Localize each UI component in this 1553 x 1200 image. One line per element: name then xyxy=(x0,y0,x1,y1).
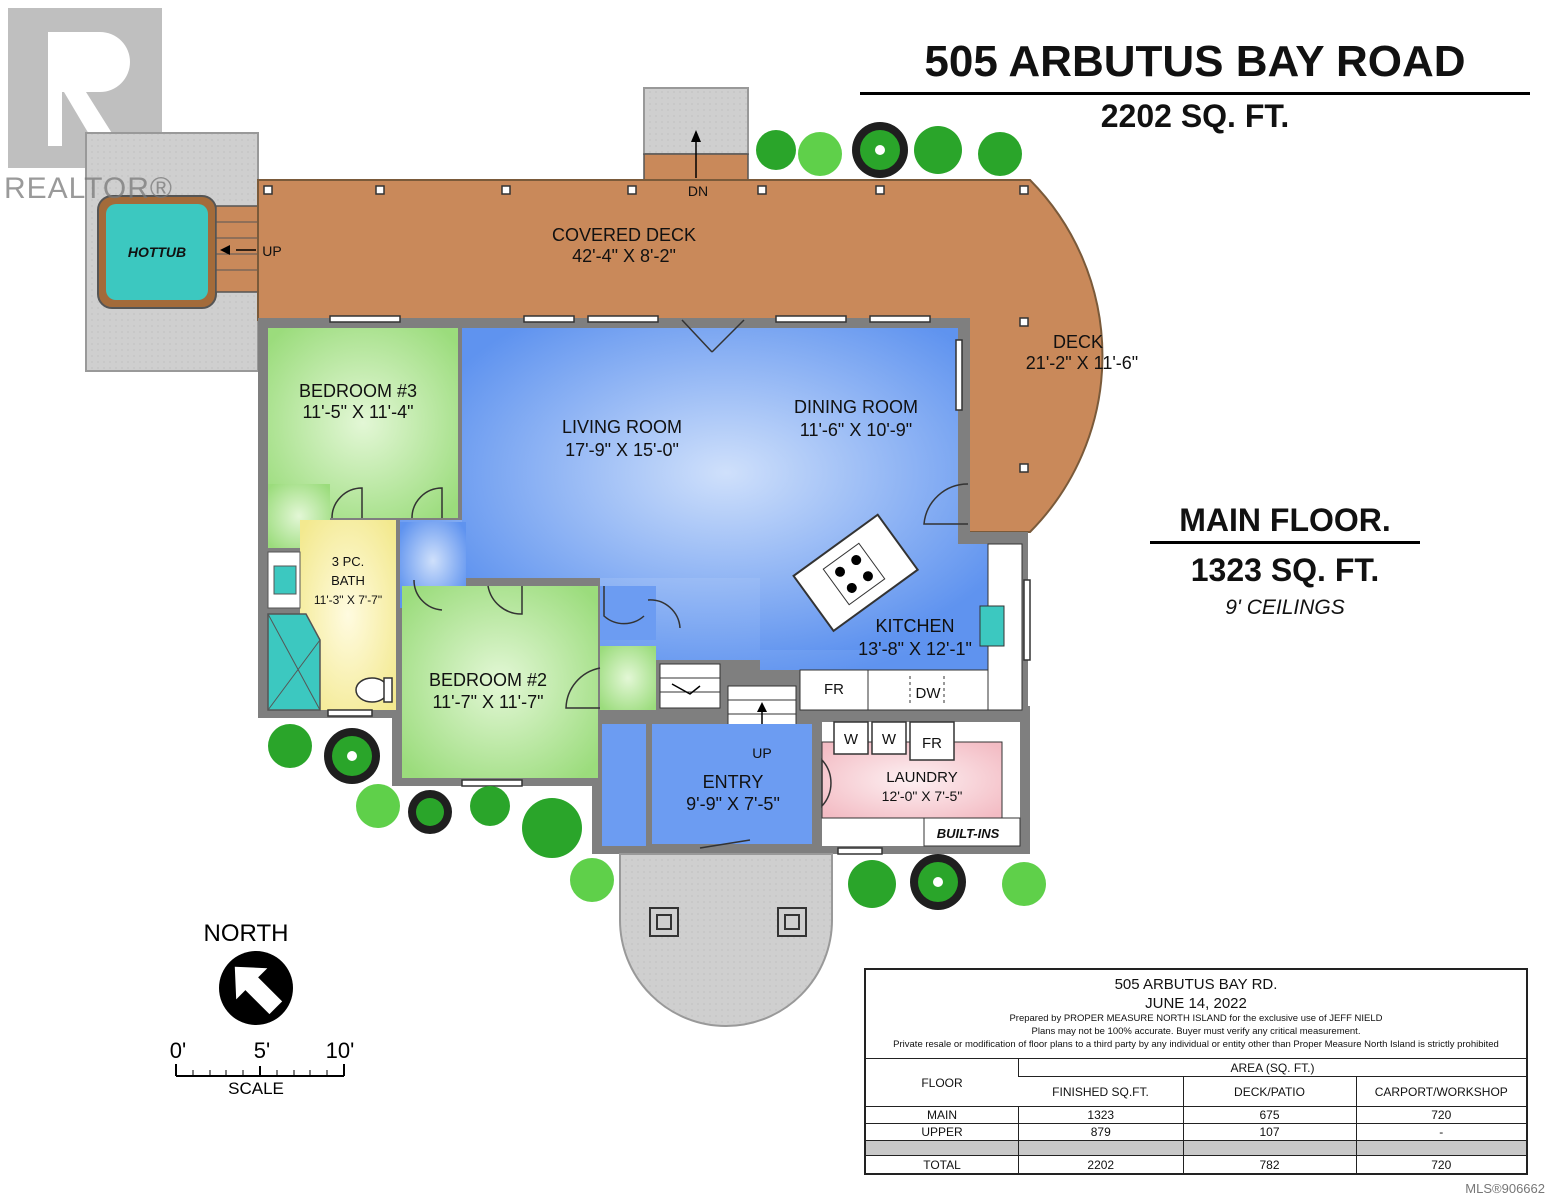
deck-dims: 21'-2" X 11'-6" xyxy=(1026,353,1138,373)
floor-area: 1323 SQ. FT. xyxy=(1190,552,1380,588)
bedroom2-label: BEDROOM #2 xyxy=(429,670,547,690)
north-label: NORTH xyxy=(204,920,289,947)
info-date: JUNE 14, 2022 xyxy=(1145,995,1247,1012)
info-accuracy: Plans may not be 100% accurate. Buyer mu… xyxy=(1031,1026,1361,1037)
mls-number: MLS®906662 xyxy=(1465,1181,1545,1196)
scale-bar: 0' 5' 10' SCALE xyxy=(170,1038,355,1098)
dishwasher-label: DW xyxy=(916,685,942,702)
deck-posts xyxy=(263,185,1029,473)
front-patio xyxy=(619,853,833,1027)
area-header: AREA (SQ. FT.) xyxy=(1018,1058,1526,1077)
laundry-appliances xyxy=(833,721,955,761)
washer1-label: W xyxy=(844,731,859,748)
ceiling-height: 9' CEILINGS xyxy=(1225,596,1345,619)
bedroom3-dims: 11'-5" X 11'-4" xyxy=(302,402,413,422)
windows xyxy=(327,315,1031,855)
hottub-label: HOTTUB xyxy=(128,244,186,260)
landscape-plants xyxy=(268,122,1046,910)
total-area: 2202 SQ. FT. xyxy=(1100,98,1290,134)
covered-deck-label: COVERED DECK xyxy=(552,225,696,245)
entry-up-label: UP xyxy=(752,745,771,761)
bedroom3-label: BEDROOM #3 xyxy=(299,381,417,401)
col-floor: FLOOR xyxy=(866,1058,1019,1107)
north-compass: NORTH xyxy=(204,920,293,1025)
laundry-dims: 12'-0" X 7'-5" xyxy=(882,788,963,804)
col-deck: DECK/PATIO xyxy=(1182,1076,1356,1107)
hottub-steps xyxy=(215,205,261,293)
living-label: LIVING ROOM xyxy=(562,417,682,437)
entry-dims: 9'-9" X 7'-5" xyxy=(686,794,780,814)
svg-text:0': 0' xyxy=(170,1038,186,1063)
entry-floor xyxy=(652,724,812,844)
bath-dims: 11'-3" X 7'-7" xyxy=(314,593,382,607)
kitchen-dims: 13'-8" X 12'-1" xyxy=(858,639,972,659)
page-title: 505 ARBUTUS BAY ROAD xyxy=(860,36,1530,95)
info-address: 505 ARBUTUS BAY RD. xyxy=(1114,976,1278,993)
svg-text:SCALE: SCALE xyxy=(228,1079,284,1098)
realtor-watermark: REALTOR® xyxy=(4,172,174,205)
dining-dims: 11'-6" X 10'-9" xyxy=(800,420,912,440)
col-carport: CARPORT/WORKSHOP xyxy=(1355,1076,1526,1107)
kitchen-island xyxy=(792,513,920,633)
deck-label: DECK xyxy=(1053,332,1103,352)
covered-deck-dims: 42'-4" X 8'-2" xyxy=(572,246,676,266)
builtins-label: BUILT-INS xyxy=(937,826,1000,841)
doors xyxy=(331,319,969,849)
toilet-icon xyxy=(355,677,393,703)
living-dims: 17'-9" X 15'-0" xyxy=(565,440,679,460)
deck-up-label: UP xyxy=(262,243,281,259)
deck-surface xyxy=(257,179,1104,533)
laundry-label: LAUNDRY xyxy=(886,769,957,786)
bath-label-1: 3 PC. xyxy=(332,554,365,569)
info-block: 505 ARBUTUS BAY RD. JUNE 14, 2022 Prepar… xyxy=(864,968,1528,1175)
kitchen-label: KITCHEN xyxy=(875,616,954,636)
floor-name: MAIN FLOOR. xyxy=(1150,502,1420,544)
info-resale: Private resale or modification of floor … xyxy=(893,1039,1499,1050)
bedroom2-floor xyxy=(402,586,598,778)
entry-label: ENTRY xyxy=(703,772,764,792)
svg-text:10': 10' xyxy=(326,1038,355,1063)
area-table: FLOOR AREA (SQ. FT.) FINISHED SQ.FT. DEC… xyxy=(866,1058,1526,1174)
fridge-label: FR xyxy=(824,681,844,698)
svg-text:5': 5' xyxy=(254,1038,270,1063)
kitchen-counters xyxy=(799,543,1023,711)
north-arrow-icon xyxy=(234,966,283,1015)
bedroom2-dims: 11'-7" X 11'-7" xyxy=(432,692,543,712)
bath-label-2: BATH xyxy=(331,573,365,588)
col-finished: FINISHED SQ.FT. xyxy=(1018,1076,1183,1107)
freezer-label: FR xyxy=(922,735,942,752)
info-prepared: Prepared by PROPER MEASURE NORTH ISLAND … xyxy=(1009,1013,1383,1024)
dining-label: DINING ROOM xyxy=(794,397,918,417)
washer2-label: W xyxy=(882,731,897,748)
north-dn-label: DN xyxy=(688,183,708,199)
front-posts xyxy=(649,907,807,937)
